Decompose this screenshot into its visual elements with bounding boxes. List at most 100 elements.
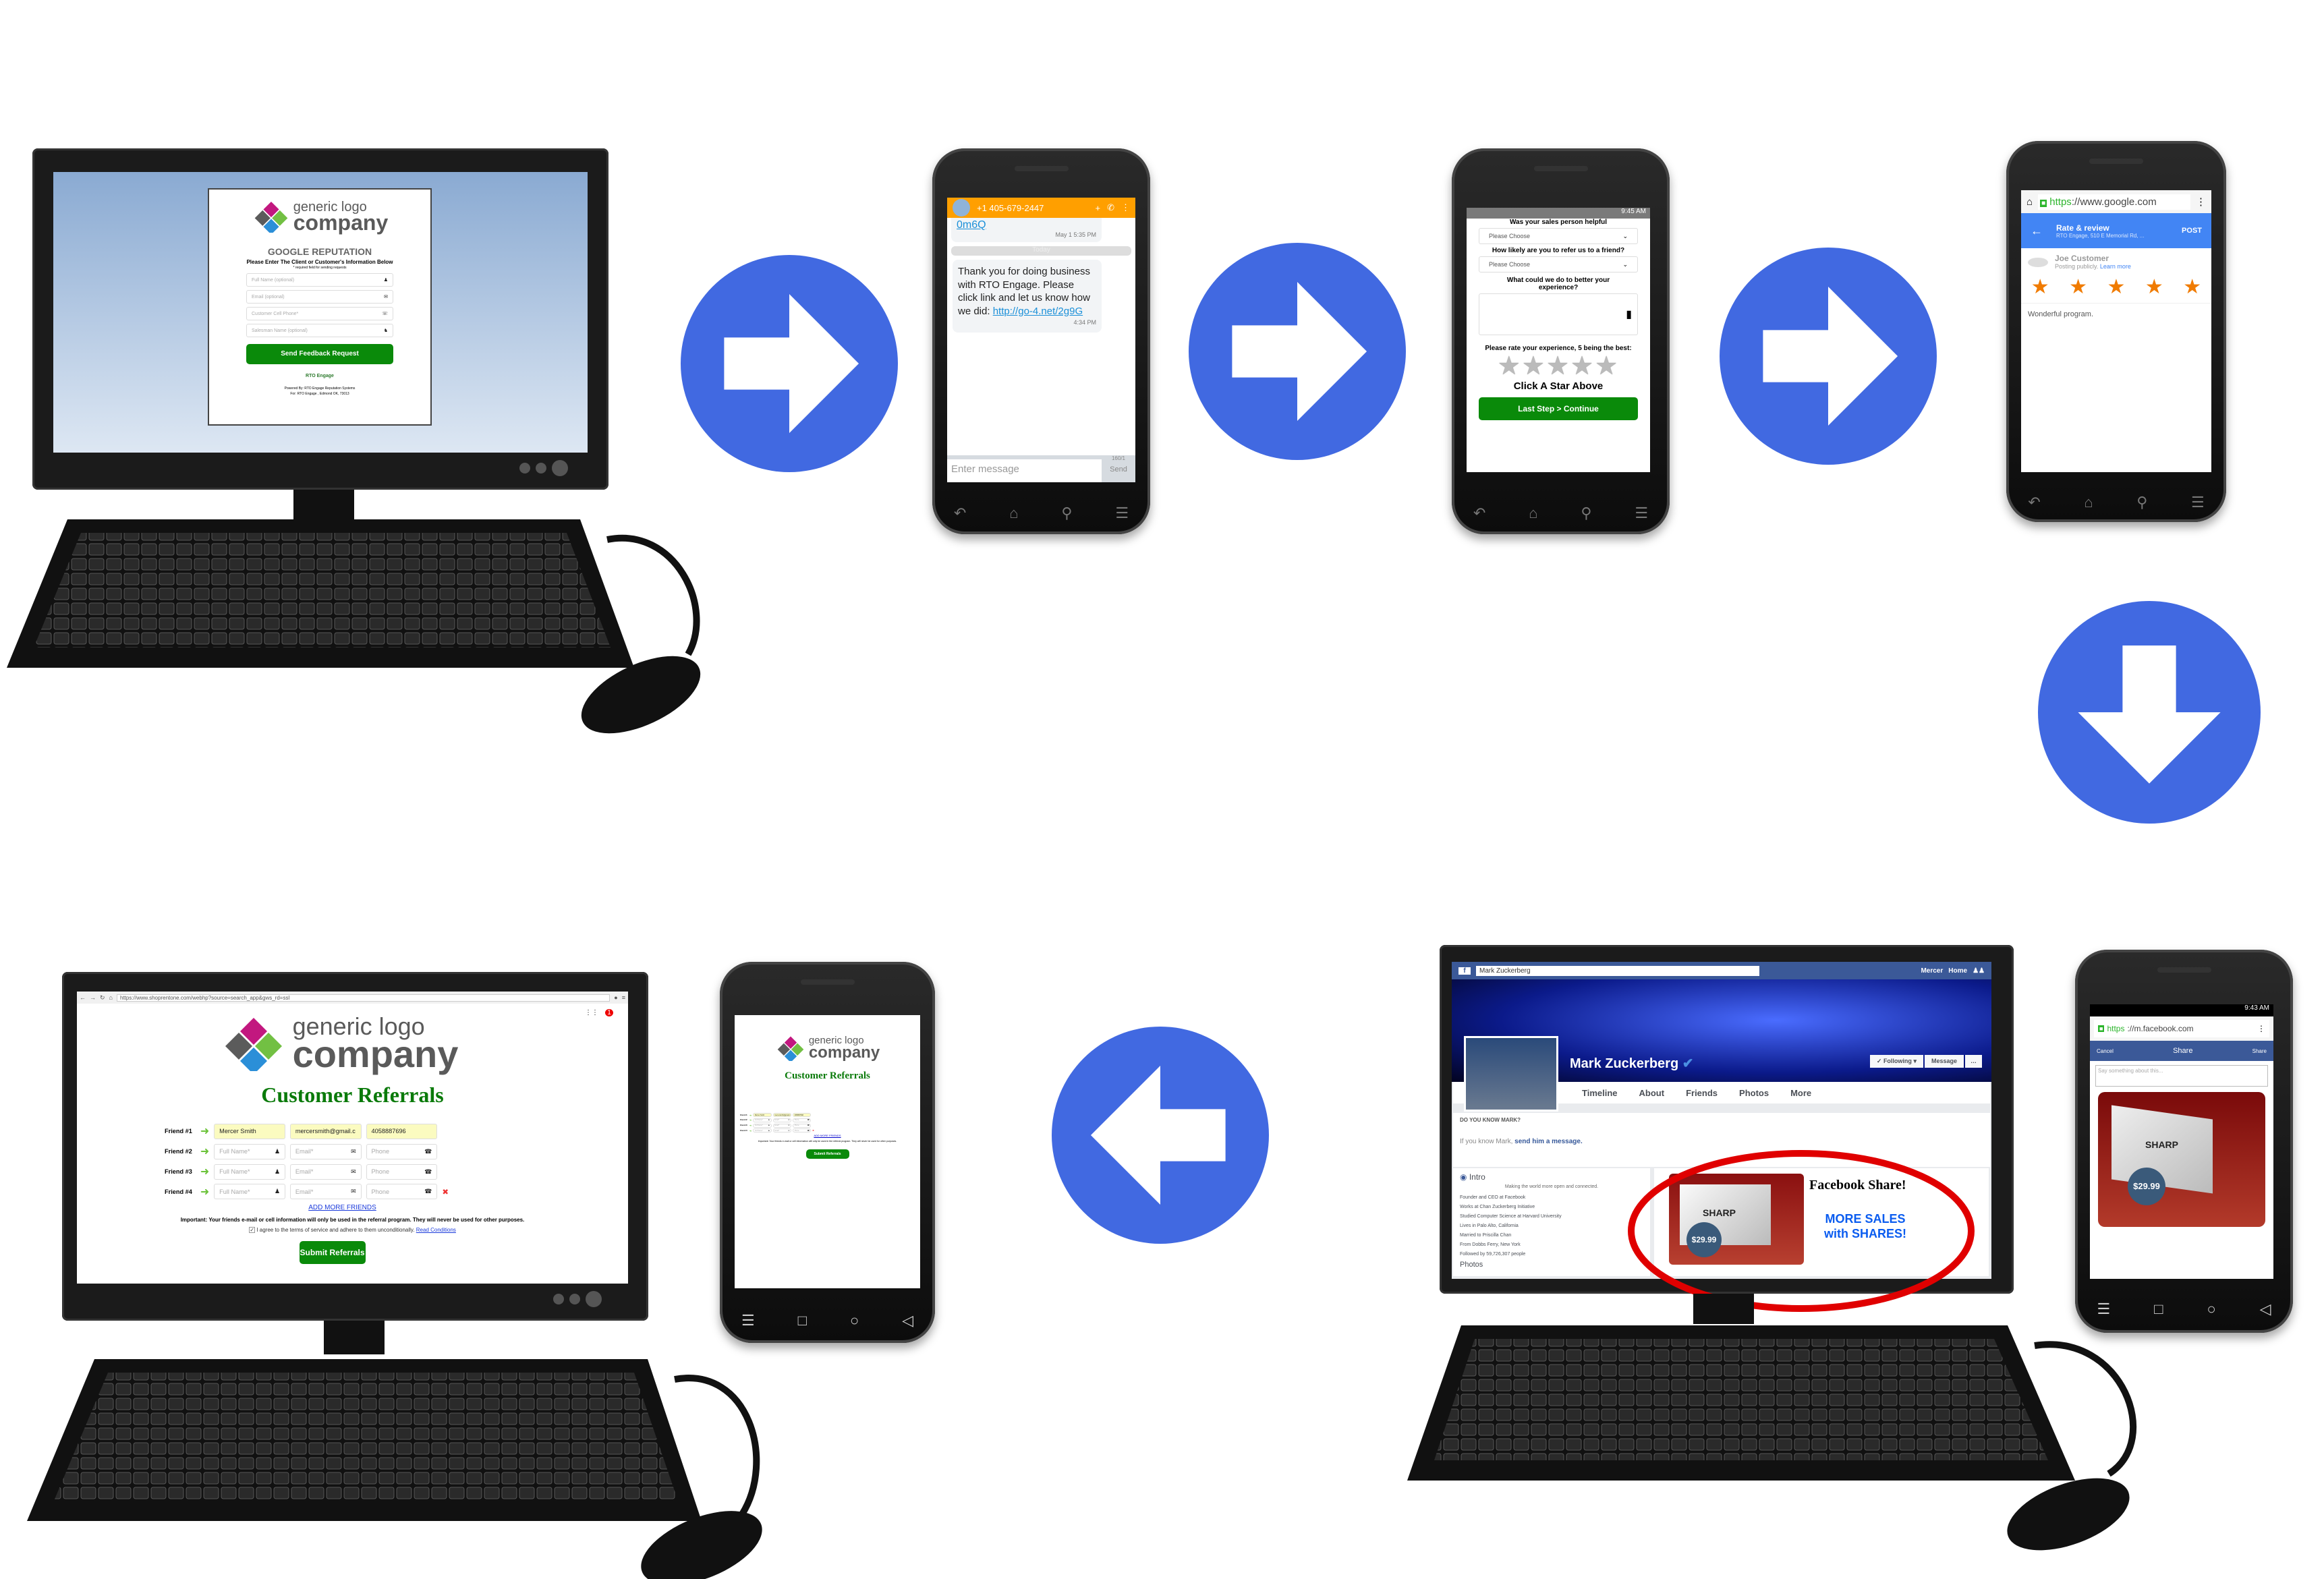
tv-ad-image[interactable]: SHARP $29.99 <box>1669 1174 1804 1265</box>
send-feedback-request-button[interactable]: Send Feedback Request <box>246 344 393 364</box>
home-icon[interactable]: ○ <box>2207 1300 2216 1317</box>
email-input[interactable]: mercersmith@gmail.c <box>772 1113 792 1117</box>
home-icon[interactable]: ⌂ <box>2027 196 2033 208</box>
email-input[interactable]: Email*✉ <box>772 1128 792 1133</box>
share-comment-input[interactable]: Say something about this... <box>2095 1065 2268 1087</box>
more-icon[interactable]: ⋮ <box>2196 196 2206 208</box>
remove-friend-icon[interactable]: ✖ <box>442 1188 449 1197</box>
phone-input[interactable]: 4058887696 <box>366 1123 438 1139</box>
improve-textarea[interactable]: ▮ <box>1479 293 1638 335</box>
name-input[interactable]: Full Name*♟ <box>214 1164 286 1180</box>
back-icon[interactable]: ◁ <box>902 1312 914 1329</box>
star-rating[interactable]: ★ ★ ★ ★ ★ <box>2021 275 2211 304</box>
url-bar[interactable]: https://www.shoprentone.com/webhp?source… <box>116 994 611 1002</box>
star-icon[interactable]: ★ <box>1546 352 1571 380</box>
post-button[interactable]: POST <box>2182 227 2202 235</box>
continue-button[interactable]: Last Step > Continue <box>1479 397 1638 420</box>
send-message-link[interactable]: send him a message. <box>1514 1138 1583 1145</box>
nav-home-link[interactable]: Home <box>1948 967 1968 975</box>
phone-input[interactable]: 4058887696 <box>792 1113 812 1117</box>
facebook-logo-icon[interactable]: f <box>1458 967 1471 975</box>
notification-badge[interactable]: 1 <box>605 1009 613 1016</box>
email-input[interactable]: Email*✉ <box>289 1184 362 1200</box>
extension-icon[interactable]: ● <box>614 994 618 1001</box>
refer-select[interactable]: Please Choose⌄ <box>1479 256 1638 272</box>
home-icon[interactable]: ⌂ <box>1529 505 1538 521</box>
home-icon[interactable]: ○ <box>849 1312 859 1329</box>
review-text[interactable]: Wonderful program. <box>2028 310 2094 318</box>
share-button[interactable]: Share <box>2252 1047 2267 1054</box>
learn-more-link[interactable]: Learn more <box>2099 263 2131 270</box>
star-icon[interactable]: ★ <box>2107 276 2126 298</box>
star-icon[interactable]: ★ <box>1570 352 1595 380</box>
phone-input[interactable]: Phone☎ <box>366 1184 438 1200</box>
add-more-friends-link[interactable]: ADD MORE FRIENDS <box>814 1134 841 1138</box>
phone-input[interactable]: Phone☎ <box>792 1123 812 1128</box>
tab-about[interactable]: About <box>1639 1087 1665 1098</box>
phone-input[interactable]: Phone☎ <box>792 1128 812 1133</box>
message-input[interactable]: Enter message <box>947 459 1102 482</box>
forward-icon[interactable]: → <box>90 994 96 1001</box>
submit-referrals-button[interactable]: Submit Referrals <box>805 1149 849 1159</box>
star-icon[interactable]: ★ <box>2069 276 2088 298</box>
star-icon[interactable]: ★ <box>2031 276 2049 298</box>
back-icon[interactable]: ← <box>80 994 86 1001</box>
reload-icon[interactable]: ↻ <box>100 994 105 1001</box>
name-input[interactable]: Full Name*♟ <box>753 1118 772 1122</box>
search-icon[interactable]: ⚲ <box>1581 505 1592 521</box>
email-input[interactable]: mercersmith@gmail.c <box>289 1123 362 1139</box>
friends-icon[interactable]: ♟♟ <box>1973 967 1985 975</box>
menu-icon[interactable]: ☰ <box>2097 1300 2111 1317</box>
cover-photo[interactable]: Mark Zuckerberg ✔ ✓ Following ▾ Message … <box>1452 979 1991 1112</box>
email-input[interactable]: Email*✉ <box>772 1118 792 1122</box>
url-bar[interactable]: ■ https://www.google.com <box>2038 194 2190 210</box>
tab-more[interactable]: More <box>1790 1087 1812 1098</box>
back-icon[interactable]: ↶ <box>1473 505 1486 521</box>
add-more-friends-link[interactable]: ADD MORE FRIENDS <box>308 1204 376 1212</box>
star-icon[interactable]: ★ <box>2183 276 2202 298</box>
tab-timeline[interactable]: Timeline <box>1582 1087 1618 1098</box>
star-icon[interactable]: ★ <box>2145 276 2163 298</box>
phone-input[interactable]: Phone☎ <box>792 1118 812 1122</box>
message-button[interactable]: Message <box>1924 1055 1964 1068</box>
customer-cell-phone-input[interactable]: Customer Cell Phone*☏ <box>246 307 393 320</box>
agree-checkbox[interactable]: ✓ <box>249 1227 256 1234</box>
search-icon[interactable]: ⚲ <box>1061 505 1073 521</box>
name-input[interactable]: Full Name*♟ <box>753 1128 772 1133</box>
previous-link[interactable]: 0m6Q <box>957 219 986 231</box>
salesman-name-input[interactable]: Salesman Name (optional)♞ <box>246 324 393 337</box>
add-icon[interactable]: + <box>1095 202 1101 213</box>
email-input[interactable]: Email*✉ <box>772 1123 792 1128</box>
star-icon[interactable]: ★ <box>1595 352 1620 380</box>
name-input[interactable]: Mercer Smith <box>753 1113 772 1117</box>
more-icon[interactable]: ⋮ <box>2257 1024 2265 1033</box>
photos-heading[interactable]: Photos <box>1460 1261 1483 1269</box>
search-icon[interactable]: ⚲ <box>2136 494 2148 511</box>
read-conditions-link[interactable]: Read Conditions <box>416 1227 456 1234</box>
back-icon[interactable]: ↶ <box>2028 494 2041 511</box>
name-input[interactable]: Full Name*♟ <box>214 1184 286 1200</box>
name-input[interactable]: Full Name*♟ <box>214 1143 286 1159</box>
tab-photos[interactable]: Photos <box>1739 1087 1769 1098</box>
phone-input[interactable]: Phone☎ <box>366 1143 438 1159</box>
back-icon[interactable]: ↶ <box>953 505 967 521</box>
remove-friend-icon[interactable]: ✖ <box>812 1129 814 1132</box>
tab-friends[interactable]: Friends <box>1686 1087 1718 1098</box>
cancel-button[interactable]: Cancel <box>2097 1047 2114 1054</box>
menu-icon[interactable]: ☰ <box>1115 505 1129 521</box>
star-rating[interactable]: ★★★★★ <box>1467 352 1650 380</box>
home-icon[interactable]: ⌂ <box>1009 505 1019 521</box>
submit-referrals-button[interactable]: Submit Referrals <box>299 1241 366 1265</box>
name-input[interactable]: Full Name*♟ <box>753 1123 772 1128</box>
salesperson-select[interactable]: Please Choose⌄ <box>1479 228 1638 244</box>
email-input[interactable]: Email*✉ <box>289 1143 362 1159</box>
tv-ad-image[interactable]: SHARP $29.99 <box>2098 1092 2265 1227</box>
send-button[interactable]: Send <box>1110 465 1127 473</box>
back-arrow-icon[interactable]: ← <box>2031 223 2043 237</box>
nav-user-link[interactable]: Mercer <box>1921 967 1944 975</box>
url-bar[interactable]: ■https://m.facebook.com⋮ <box>2094 1020 2269 1037</box>
feedback-link[interactable]: http://go-4.net/2g9G <box>992 305 1083 317</box>
home-icon[interactable]: ⌂ <box>2084 494 2093 511</box>
apps-grid-icon[interactable]: ⋮⋮ <box>585 1009 598 1016</box>
back-icon[interactable]: ◁ <box>2259 1300 2271 1317</box>
